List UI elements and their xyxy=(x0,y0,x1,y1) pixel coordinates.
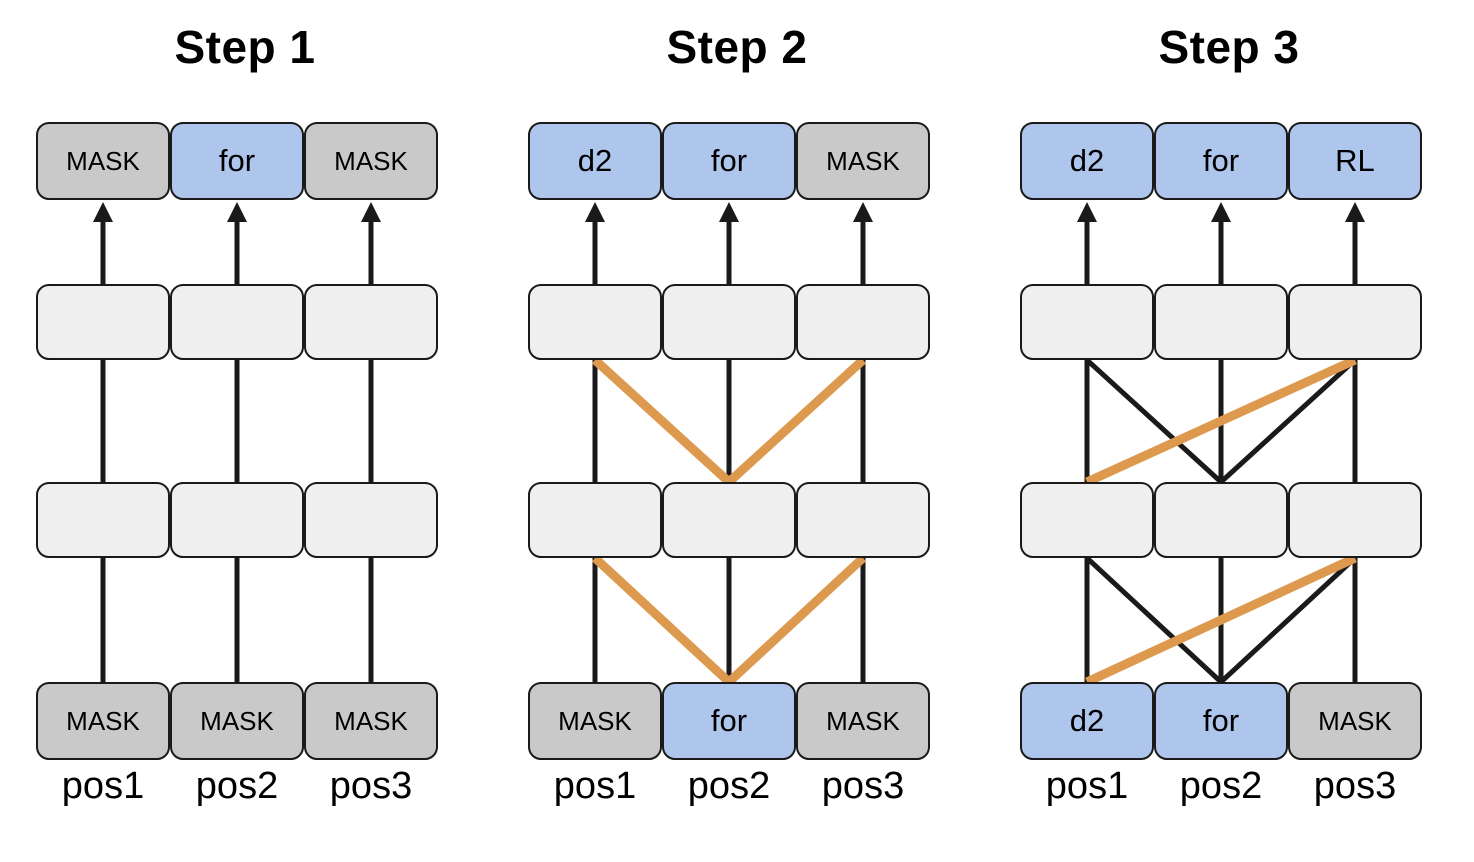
position-labels: pos1 pos2 pos3 xyxy=(36,765,438,808)
hidden-state-cell[interactable] xyxy=(662,284,796,360)
hidden-state-cell[interactable] xyxy=(304,482,438,558)
hidden-state-cell[interactable] xyxy=(1020,482,1154,558)
hidden-state-cell[interactable] xyxy=(528,482,662,558)
position-label: pos1 xyxy=(1045,765,1129,807)
highlight-edge-lower xyxy=(725,554,867,686)
hidden-state-cell[interactable] xyxy=(1020,284,1154,360)
position-label: pos2 xyxy=(687,765,771,807)
up-arrow-icon xyxy=(1077,202,1097,284)
position-label: pos1 xyxy=(553,765,637,807)
position-label: pos2 xyxy=(1179,765,1263,807)
up-arrow-icon xyxy=(719,202,739,284)
highlight-edge-upper xyxy=(725,356,867,486)
hidden-state-cell[interactable] xyxy=(170,284,304,360)
highlight-edge-lower xyxy=(1085,553,1357,687)
token-cell[interactable]: RL xyxy=(1288,122,1422,200)
highlight-edge-upper xyxy=(591,356,733,486)
hidden-state-cell[interactable] xyxy=(1154,284,1288,360)
panel-title: Step 3 xyxy=(1158,21,1300,73)
highlight-edge-upper xyxy=(1085,355,1357,487)
hidden-state-cell[interactable] xyxy=(170,482,304,558)
token-cell[interactable]: MASK xyxy=(36,682,170,760)
position-label: pos3 xyxy=(1313,765,1397,807)
highlight-edge-lower xyxy=(591,554,733,686)
hidden-layer-row xyxy=(36,284,438,360)
position-labels: pos1 pos2 pos3 xyxy=(1020,765,1422,808)
token-cell[interactable]: MASK xyxy=(796,122,930,200)
token-cell[interactable]: MASK xyxy=(304,122,438,200)
position-label: pos2 xyxy=(195,765,279,807)
black-edge-lower xyxy=(1219,556,1357,684)
token-cell[interactable]: MASK xyxy=(1288,682,1422,760)
hidden-state-cell[interactable] xyxy=(662,482,796,558)
token-cell[interactable]: MASK xyxy=(170,682,304,760)
position-label: pos1 xyxy=(61,765,145,807)
token-cell[interactable]: d2 xyxy=(1020,682,1154,760)
hidden-state-cell[interactable] xyxy=(36,482,170,558)
hidden-state-cell[interactable] xyxy=(1154,482,1288,558)
hidden-state-cell[interactable] xyxy=(1288,284,1422,360)
up-arrow-icon xyxy=(1211,202,1231,284)
up-arrow-icon xyxy=(1345,202,1365,284)
up-arrow-icon xyxy=(227,202,247,284)
token-cell[interactable]: for xyxy=(662,682,796,760)
token-cell[interactable]: MASK xyxy=(796,682,930,760)
hidden-state-cell[interactable] xyxy=(304,284,438,360)
hidden-layer-row xyxy=(528,482,930,558)
position-label: pos3 xyxy=(329,765,413,807)
position-label: pos3 xyxy=(821,765,905,807)
token-cell[interactable]: d2 xyxy=(1020,122,1154,200)
position-labels: pos1 pos2 pos3 xyxy=(528,765,930,808)
hidden-layer-row xyxy=(528,284,930,360)
token-cell[interactable]: for xyxy=(1154,682,1288,760)
up-arrow-icon xyxy=(93,202,113,284)
token-cell[interactable]: for xyxy=(170,122,304,200)
hidden-state-cell[interactable] xyxy=(528,284,662,360)
hidden-state-cell[interactable] xyxy=(796,284,930,360)
hidden-state-cell[interactable] xyxy=(36,284,170,360)
token-cell[interactable]: for xyxy=(1154,122,1288,200)
token-cell[interactable]: for xyxy=(662,122,796,200)
hidden-state-cell[interactable] xyxy=(1288,482,1422,558)
panel-title: Step 2 xyxy=(666,21,808,73)
black-edge-upper xyxy=(1219,358,1357,484)
hidden-layer-row xyxy=(1020,284,1422,360)
hidden-layer-row xyxy=(1020,482,1422,558)
token-cell[interactable]: MASK xyxy=(304,682,438,760)
hidden-state-cell[interactable] xyxy=(796,482,930,558)
black-edge-lower xyxy=(1085,556,1223,684)
token-cell[interactable]: MASK xyxy=(36,122,170,200)
hidden-layer-row xyxy=(36,482,438,558)
up-arrow-icon xyxy=(585,202,605,284)
up-arrow-icon xyxy=(853,202,873,284)
token-cell[interactable]: d2 xyxy=(528,122,662,200)
up-arrow-icon xyxy=(361,202,381,284)
token-cell[interactable]: MASK xyxy=(528,682,662,760)
panel-title: Step 1 xyxy=(174,21,316,73)
black-edge-upper xyxy=(1085,358,1223,484)
